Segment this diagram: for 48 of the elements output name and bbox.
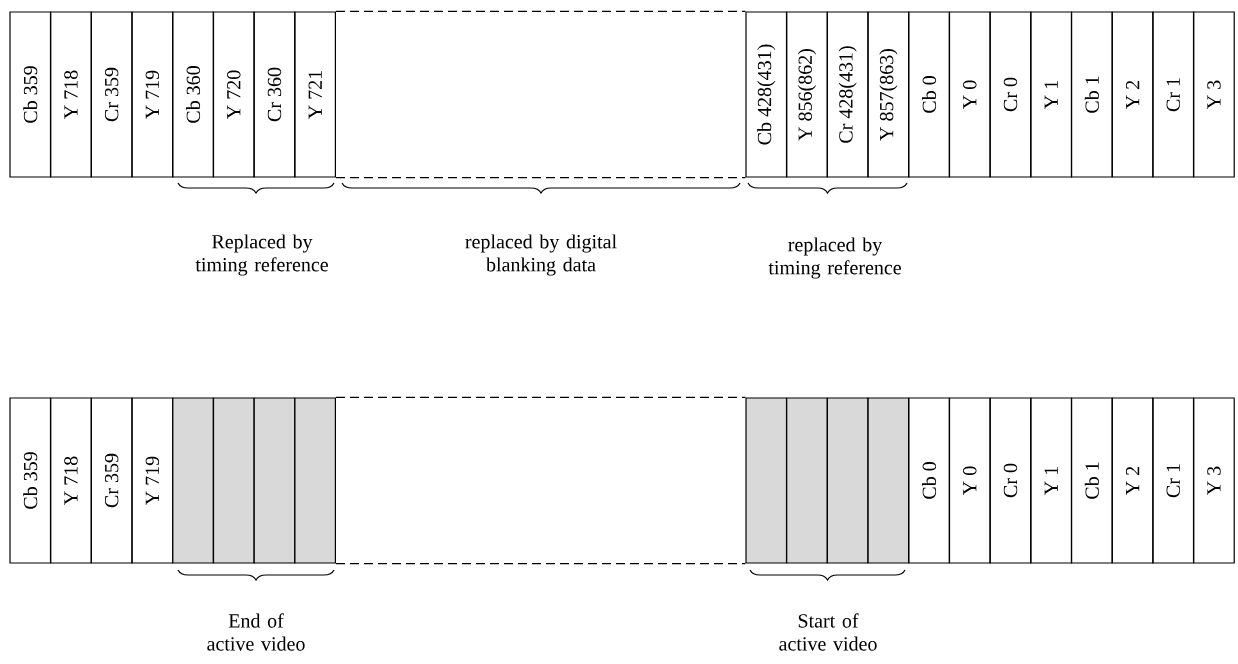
blank-cell: [826, 397, 869, 564]
blank-cell: [786, 397, 828, 564]
sample-cell: Cb 0: [908, 11, 950, 178]
dashed-line: [335, 10, 746, 12]
sample-cell: Cr 0: [989, 397, 1032, 564]
dashed-line: [335, 177, 746, 179]
blank-cell: [867, 397, 910, 564]
sample-cell: Cr 428(431): [826, 11, 869, 178]
sample-cell: Y 857(863): [867, 11, 910, 178]
sample-cell: Y 0: [948, 11, 991, 178]
blank-cell: [253, 397, 296, 564]
blank-cell: [212, 397, 255, 564]
sample-cell: Cb 360: [172, 11, 214, 178]
sample-cell: Y 719: [131, 11, 174, 178]
brace-label: End of active video: [207, 613, 305, 651]
blank-cell: [294, 397, 336, 564]
sample-cell: Cb 1: [1071, 11, 1113, 178]
sample-cell: Y 718: [50, 397, 92, 564]
blank-cell: [172, 397, 214, 564]
sample-cell: Cr 359: [90, 11, 133, 178]
sample-cell: Y 721: [294, 11, 336, 178]
sample-cell: Y 720: [212, 11, 255, 178]
sample-cell: Cb 359: [9, 11, 52, 178]
brace-label: replaced by digital blanking data: [465, 234, 617, 276]
sample-cell: Cb 359: [9, 397, 52, 564]
brace-label: Start of active video: [779, 613, 877, 651]
sample-cell: Y 2: [1111, 397, 1154, 564]
dashed-line: [335, 396, 746, 398]
sample-cell: Cb 0: [908, 397, 950, 564]
sample-cell: Cr 0: [989, 11, 1032, 178]
sample-cell: Cr 360: [253, 11, 296, 178]
sample-cell: Cr 1: [1152, 11, 1195, 178]
sample-cell: Y 856(862): [786, 11, 828, 178]
sample-cell: Y 2: [1111, 11, 1154, 178]
sample-cell: Cr 359: [90, 397, 133, 564]
sample-cell: Cb 1: [1071, 397, 1113, 564]
dashed-line: [335, 563, 746, 565]
brace-label: replaced by timing reference: [768, 237, 901, 279]
sample-cell: Y 718: [50, 11, 92, 178]
sample-cell: Cb 428(431): [745, 11, 788, 178]
sample-cell: Y 1: [1030, 397, 1072, 564]
blank-cell: [745, 397, 788, 564]
sample-cell: Y 1: [1030, 11, 1072, 178]
sample-cell: Y 3: [1193, 11, 1235, 178]
sample-cell: Y 0: [948, 397, 991, 564]
sample-cell: Y 3: [1193, 397, 1235, 564]
sample-cell: Cr 1: [1152, 397, 1195, 564]
brace-label: Replaced by timing reference: [195, 234, 328, 276]
